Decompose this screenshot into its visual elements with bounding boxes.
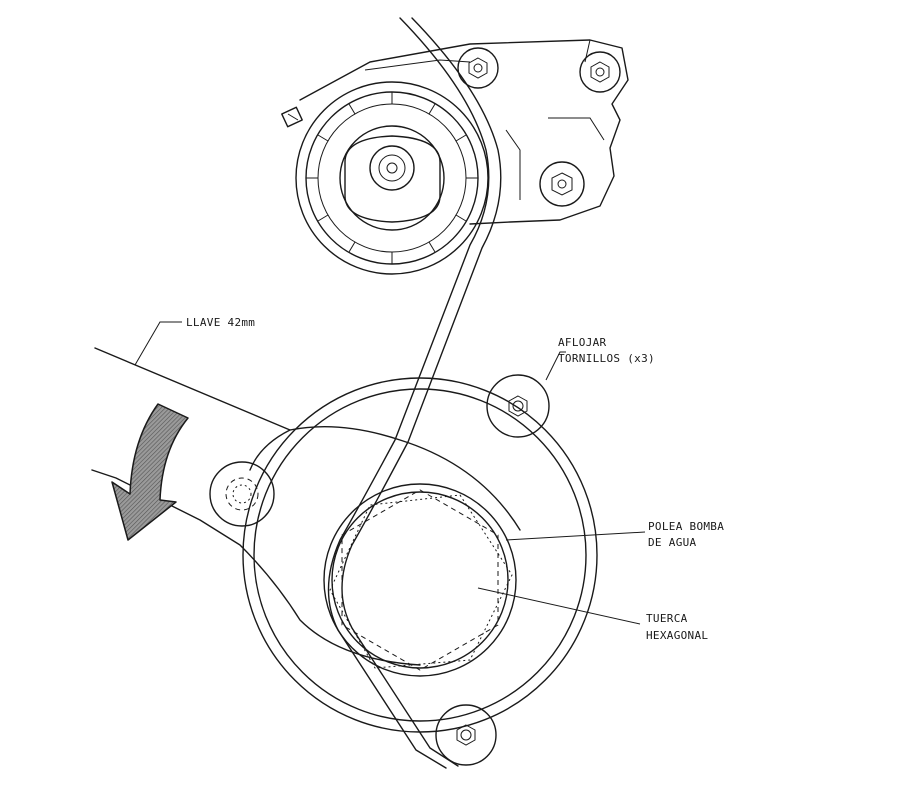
nut-label-line2: HEXAGONAL: [646, 629, 708, 642]
pulley-bolt-bottom: [435, 704, 497, 766]
drive-belt: [327, 17, 502, 769]
tensioner-bracket: [299, 39, 629, 225]
wrench-42mm: [91, 347, 521, 666]
loosen-label-line2: TORNILLOS (x3): [558, 352, 655, 365]
adjuster-knob: [281, 106, 303, 128]
pulley-label-line2: DE AGUA: [648, 536, 697, 549]
hexagonal-nut: [329, 489, 513, 671]
curved-arrow-icon: [111, 403, 189, 541]
wrench-label: LLAVE 42mm: [186, 316, 255, 329]
bracket-bolt-top-left: [457, 47, 499, 89]
nut-label-line1: TUERCA: [646, 612, 688, 625]
bracket-bolt-bottom-right: [539, 161, 585, 207]
bracket-bolt-top-right: [579, 51, 621, 93]
pulley-label-line1: POLEA BOMBA: [648, 520, 724, 533]
pulley-bolt-top: [486, 374, 550, 438]
water-pump-pulley: [242, 377, 598, 733]
loosen-label-line1: AFLOJAR: [558, 336, 607, 349]
leader-lines: [134, 321, 646, 625]
idler-pulley: [295, 81, 489, 275]
